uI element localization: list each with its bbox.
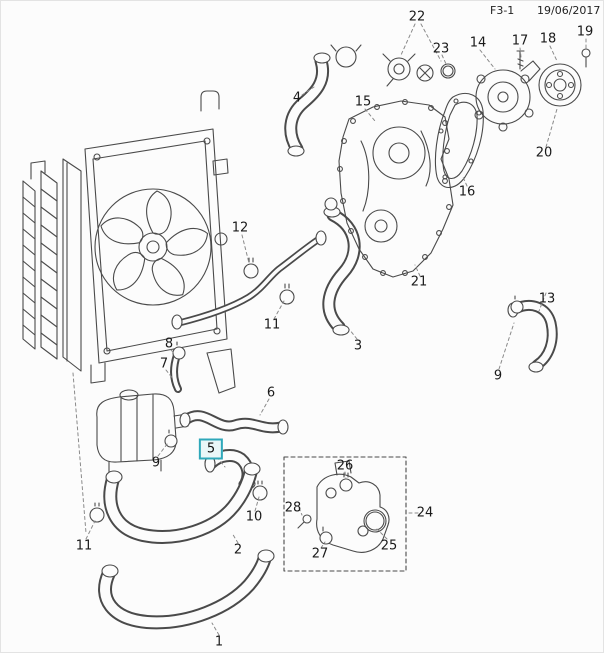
hose-3: [322, 197, 361, 336]
hose-4: [284, 44, 362, 157]
clamp-10: [252, 480, 268, 501]
coolant-pipe: [171, 230, 327, 330]
hose-1: [98, 549, 275, 630]
callout-10[interactable]: 10: [245, 509, 263, 525]
callout-28[interactable]: 28: [284, 500, 302, 516]
clamp-11-left: [89, 502, 105, 523]
callout-21[interactable]: 21: [410, 274, 428, 290]
hose-13: [507, 300, 558, 373]
water-pump: [474, 60, 541, 132]
figure-code: F3-1: [490, 4, 515, 17]
clamp-11-mid: [279, 283, 295, 305]
callout-17[interactable]: 17: [511, 33, 529, 49]
callout-15[interactable]: 15: [354, 94, 372, 110]
clamp-9-left: [164, 429, 178, 448]
clamp-8: [172, 341, 186, 360]
callout-1[interactable]: 1: [214, 634, 224, 650]
thermostat-parts: [382, 53, 456, 87]
hose-6: [179, 410, 289, 435]
callout-5-selected[interactable]: 5: [198, 438, 224, 460]
callout-13[interactable]: 13: [538, 291, 556, 307]
callout-7[interactable]: 7: [159, 356, 169, 372]
callout-16[interactable]: 16: [458, 184, 476, 200]
callout-6[interactable]: 6: [266, 385, 276, 401]
callout-19[interactable]: 19: [576, 24, 594, 40]
callout-3[interactable]: 3: [353, 338, 363, 354]
callout-4[interactable]: 4: [292, 90, 302, 106]
callout-9-right[interactable]: 9: [493, 368, 503, 384]
pulley: [538, 63, 582, 107]
callout-24[interactable]: 24: [416, 505, 434, 521]
callout-22[interactable]: 22: [408, 9, 426, 25]
callout-11-left[interactable]: 11: [75, 538, 93, 554]
clamp-9-right: [510, 295, 524, 314]
timing-cover: [337, 99, 454, 278]
callout-14[interactable]: 14: [469, 35, 487, 51]
clamp-26: [339, 472, 353, 492]
small-hose-7: [170, 351, 182, 393]
figure-date: 19/06/2017: [537, 4, 601, 17]
expansion-tank: [96, 389, 189, 474]
bolt-19: [581, 48, 591, 68]
clamp-12: [243, 257, 259, 279]
gasket-16: [434, 93, 484, 189]
hose-clamps: [89, 257, 524, 523]
callout-12[interactable]: 12: [231, 220, 249, 236]
callout-11-mid[interactable]: 11: [263, 317, 281, 333]
hose-2: [103, 462, 261, 544]
callout-25[interactable]: 25: [380, 538, 398, 554]
bolt-28: [297, 514, 312, 529]
callout-26[interactable]: 26: [336, 458, 354, 474]
radiator-assembly: [22, 90, 236, 394]
callout-2[interactable]: 2: [233, 542, 243, 558]
oring-25: [363, 509, 387, 533]
callout-9-left[interactable]: 9: [151, 455, 161, 471]
callout-8[interactable]: 8: [164, 336, 174, 352]
callout-20[interactable]: 20: [535, 145, 553, 161]
callout-23[interactable]: 23: [432, 41, 450, 57]
fan-blades: [100, 190, 209, 296]
clamp-27: [319, 526, 333, 545]
callout-27[interactable]: 27: [311, 546, 329, 562]
callout-18[interactable]: 18: [539, 31, 557, 47]
thermostat-housing-kit: [283, 456, 407, 572]
leader-lines: [72, 23, 587, 636]
